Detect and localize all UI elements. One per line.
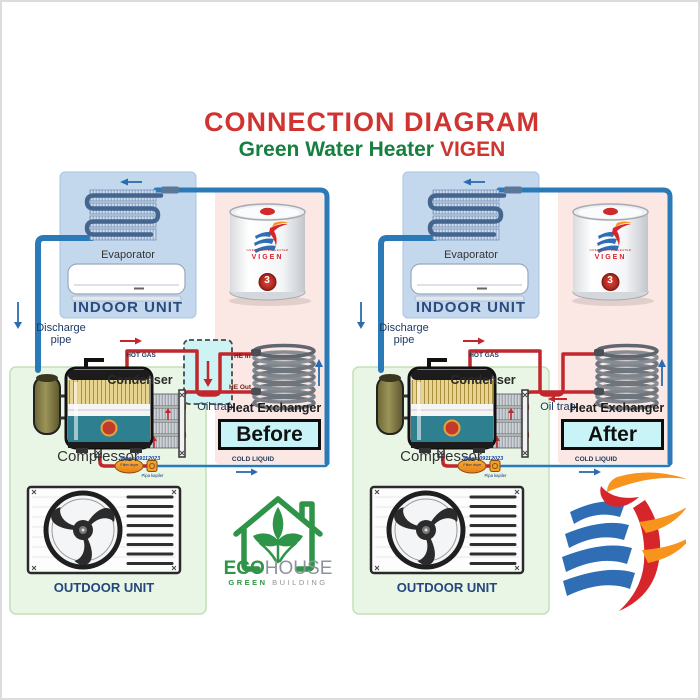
capillary-pipe — [146, 460, 158, 472]
capillary-pipe — [489, 460, 501, 472]
hot-gas-label: HOT GAS — [126, 352, 156, 359]
discharge-line1: Discharge — [36, 322, 86, 334]
cold-liquid-label: COLD LIQUID — [231, 456, 275, 463]
evaporator-label: Evaporator — [444, 249, 498, 261]
compressor — [376, 358, 497, 453]
discharge-line2: pipe — [50, 333, 72, 346]
discharge-line1: Discharge — [379, 322, 429, 334]
compressor-label: Compressor — [57, 448, 139, 465]
heat-exchanger-coil — [594, 343, 659, 411]
green-building-text: GREEN BUILDING — [222, 578, 334, 587]
condenser-label: Condenser — [450, 373, 516, 387]
hot-gas-arrow — [120, 337, 142, 345]
indoor-unit-label: INDOOR UNIT — [415, 299, 527, 316]
tank-warranty-badge — [258, 273, 277, 291]
condenser-label: Condenser — [107, 373, 173, 387]
green-text: GREEN — [228, 578, 268, 587]
compressor — [33, 358, 154, 453]
refrigerant-pipe-blue — [378, 187, 673, 468]
pipe-sleeve — [504, 186, 522, 194]
building-text: BUILDING — [272, 578, 328, 587]
flow-arrows-blue — [357, 178, 666, 476]
stage-badge: After — [561, 419, 664, 450]
tank-tagline: GREEN WATER HEATER — [589, 248, 632, 252]
heat-exchanger-label: Heat Exchanger — [226, 401, 322, 415]
tank-brand-logo — [254, 221, 289, 253]
filter-dryer-label: Filter dryer — [463, 463, 482, 467]
oil-trap-label: Oil trap — [197, 401, 233, 413]
page-title: CONNECTION DIAGRAM — [204, 107, 540, 137]
hot-gas-arrow — [463, 337, 485, 345]
vigen-swoosh-logo — [562, 472, 686, 611]
he-return-arrow — [548, 395, 567, 403]
heat-exchanger-label: Heat Exchanger — [569, 401, 665, 415]
filter-dryer — [457, 458, 487, 474]
capillary-label: Pipa kapiler — [484, 473, 507, 478]
ac-indoor-unit — [67, 263, 186, 302]
tank-brand-label: VIGEN — [251, 254, 284, 261]
outdoor-unit-label: OUTDOOR UNIT — [396, 580, 498, 595]
house-text: HOUSE — [264, 558, 333, 579]
tank-top-logo — [259, 206, 276, 217]
outdoor-unit — [26, 485, 182, 575]
pipe-sleeve — [161, 186, 179, 194]
tank-brand-logo — [597, 221, 632, 253]
heat-exchanger-coil — [251, 343, 316, 411]
water-heater-tank — [229, 203, 311, 306]
evaporator-coil — [84, 189, 164, 241]
discharge-line2: pipe — [393, 333, 415, 346]
water-heater-tank — [572, 203, 654, 306]
tank-warranty-badge — [601, 273, 620, 291]
flow-arrows-blue — [14, 178, 323, 476]
filter-dryer-label: Filter dryer — [120, 463, 139, 467]
cut-point-arrow — [203, 361, 213, 387]
outdoor-unit-label: OUTDOOR UNIT — [53, 580, 155, 595]
tank-tagline: GREEN WATER HEATER — [246, 248, 289, 252]
he-in-label: HE in — [234, 353, 251, 360]
stage-badge: Before — [218, 419, 321, 450]
evaporator-label: Evaporator — [101, 249, 155, 261]
eco-text: ECO — [223, 558, 265, 579]
subtitle-brand: VIGEN — [439, 138, 506, 161]
evaporator-coil — [427, 189, 507, 241]
filter-dryer — [114, 458, 144, 474]
he-out-label: HE Out — [229, 384, 252, 391]
eco-house-logo — [233, 496, 323, 572]
tank-badge-label: 3 — [264, 275, 270, 286]
tank-top-logo — [602, 206, 619, 217]
compressor-label: Compressor — [400, 448, 482, 465]
oil-trap-label: Oil trap — [540, 401, 576, 413]
tank-brand-label: VIGEN — [594, 254, 627, 261]
grille — [469, 495, 517, 565]
outdoor-unit — [369, 485, 525, 575]
indoor-unit-label: INDOOR UNIT — [72, 299, 184, 316]
grille — [126, 495, 174, 565]
ac-indoor-unit — [410, 263, 529, 302]
watermark-label: Vigen 09112023 — [119, 456, 161, 462]
capillary-label: Pipa kapiler — [141, 473, 164, 478]
tank-badge-label: 3 — [607, 275, 613, 286]
hot-gas-label: HOT GAS — [469, 352, 499, 359]
refrigerant-pipe-blue — [35, 187, 330, 468]
subtitle-product: Green Water Heater — [238, 138, 434, 161]
cold-liquid-label: COLD LIQUID — [574, 456, 618, 463]
eco-house-wordmark: ECOHOUSE — [222, 558, 334, 580]
watermark-label: Vigen 09112023 — [462, 456, 504, 462]
